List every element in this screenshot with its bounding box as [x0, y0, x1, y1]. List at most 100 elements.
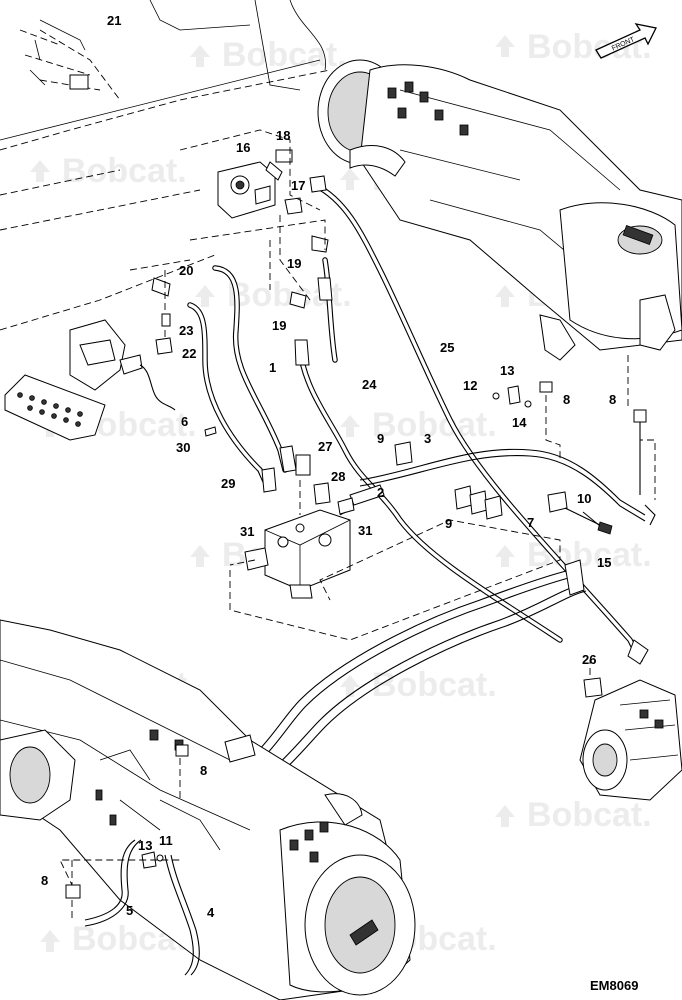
watermark-text: Bobcat.: [227, 276, 352, 314]
watermark-text: Bobcat.: [222, 36, 347, 74]
callout-2: 2: [377, 485, 384, 500]
fitting-28: [313, 482, 331, 505]
fitting-group-upper: [151, 149, 329, 355]
callout-28: 28: [331, 469, 345, 484]
callout-9-upper: 9: [377, 431, 384, 446]
callout-27: 27: [318, 439, 332, 454]
hardware-12-13-14: [492, 381, 656, 500]
callout-18: 18: [276, 128, 290, 143]
rear-axle-assembly: [0, 619, 416, 1000]
callout-20: 20: [179, 263, 193, 278]
callout-15: 15: [597, 555, 611, 570]
callout-16: 16: [236, 140, 250, 155]
callout-labels: 21 16 18 17 19 20 19 23 22 1 25 24 13 12…: [41, 13, 616, 920]
callout-31-right: 31: [358, 523, 372, 538]
bobcat-logo-icon: [495, 35, 515, 57]
fitting-27: [295, 454, 311, 476]
watermark-text: Bobcat.: [527, 536, 652, 574]
watermark-text: Bobcat.: [62, 152, 187, 190]
hydrostatic-pump: [579, 660, 682, 801]
bobcat-logo-icon: [340, 415, 360, 437]
callout-8-right: 8: [609, 392, 616, 407]
fitting-19-top: [311, 235, 329, 253]
bobcat-logo-icon: [340, 675, 360, 697]
callout-17: 17: [291, 178, 305, 193]
callout-9-lower: 9: [445, 516, 452, 531]
callout-10: 10: [577, 491, 591, 506]
bolt-11: [156, 854, 164, 862]
callout-6: 6: [181, 414, 188, 429]
callout-21: 21: [107, 13, 121, 28]
bobcat-logo-icon: [40, 930, 60, 952]
callout-13-lower: 13: [138, 838, 152, 853]
callout-4: 4: [207, 905, 215, 920]
callout-25: 25: [440, 340, 454, 355]
bobcat-logo-icon: [495, 545, 515, 567]
callout-13-upper: 13: [500, 363, 514, 378]
hose-24: [294, 339, 563, 643]
watermark-text: Bobcat.: [372, 666, 497, 704]
callout-24: 24: [362, 377, 377, 392]
callout-29: 29: [221, 476, 235, 491]
callout-14: 14: [512, 415, 527, 430]
fitting-26: [583, 677, 603, 698]
bobcat-logo-icon: [30, 160, 50, 182]
callout-8-lower: 8: [200, 763, 207, 778]
clip-13-lower: [141, 851, 157, 869]
pump-supply-lines: [229, 559, 587, 797]
bolt-15: [597, 521, 613, 535]
watermark-text: Bobcat.: [527, 796, 652, 834]
callout-8-upper: 8: [563, 392, 570, 407]
drawing-code: EM8069: [590, 978, 638, 993]
callout-12: 12: [463, 378, 477, 393]
callout-31-left: 31: [240, 524, 254, 539]
frame-bracket: [69, 74, 89, 90]
callout-30: 30: [176, 440, 190, 455]
watermark-text: Bobcat.: [372, 406, 497, 444]
callout-1: 1: [269, 360, 276, 375]
hose-4: [164, 854, 200, 976]
control-valve-block: [229, 454, 561, 641]
bobcat-logo-icon: [195, 285, 215, 307]
callout-19-bottom: 19: [272, 318, 286, 333]
hose-29: [187, 302, 277, 493]
pin-30: [204, 426, 217, 437]
bobcat-logo-icon: [190, 545, 210, 567]
hose-2: [337, 484, 385, 515]
fitting-20: [151, 277, 171, 297]
leader-lines-upper: [129, 129, 326, 340]
fitting-8-lower-left: [65, 884, 81, 899]
fitting-17: [284, 197, 303, 215]
nut-22: [155, 337, 173, 355]
fitting-19-bottom: [289, 291, 307, 309]
callout-8-lower-left: 8: [41, 873, 48, 888]
fitting-8-lower: [175, 744, 189, 757]
callout-23: 23: [179, 323, 193, 338]
fittings-lower: [59, 744, 189, 920]
fitting-8-right: [633, 409, 647, 423]
callout-5: 5: [126, 903, 133, 918]
clip-7: [547, 491, 568, 513]
hose-10: [359, 420, 656, 526]
callout-19-top: 19: [287, 256, 301, 271]
hose-1: [212, 265, 297, 473]
steering-valve-block: [217, 161, 276, 219]
brake-pedal-assembly: [4, 319, 176, 441]
fitting-8-upper: [539, 381, 553, 393]
fitting-23: [161, 313, 171, 327]
bobcat-logo-icon: [495, 285, 515, 307]
misc-small-parts: [204, 426, 601, 527]
callout-3: 3: [424, 431, 431, 446]
hose-5: [84, 839, 142, 927]
machine-frame: [0, 0, 331, 331]
bobcat-logo-icon: [340, 168, 360, 190]
clip-group-3-9: [394, 441, 613, 535]
callout-22: 22: [182, 346, 196, 361]
fitting-18: [275, 149, 293, 163]
callout-26: 26: [582, 652, 596, 667]
callout-11: 11: [159, 833, 173, 848]
hose-25: [309, 175, 649, 665]
callout-7: 7: [527, 515, 534, 530]
bobcat-logo-icon: [190, 45, 210, 67]
